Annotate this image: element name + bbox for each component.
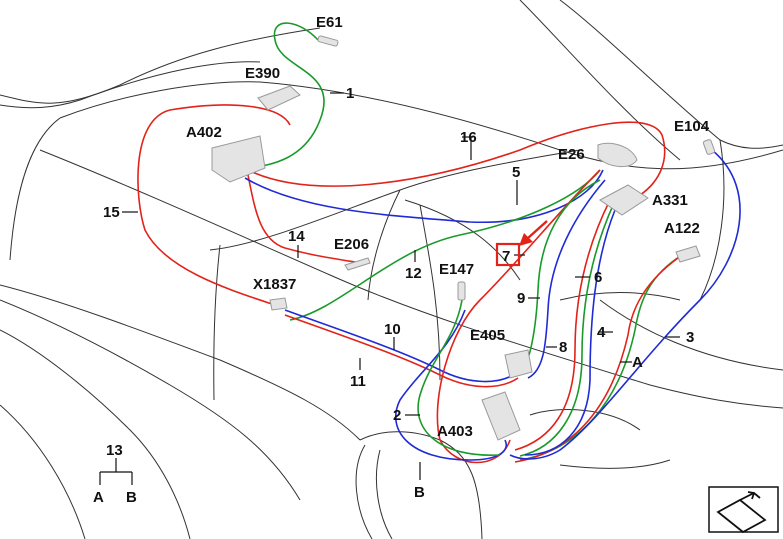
harness-7-wire: [436, 169, 601, 464]
e206-part: [344, 257, 371, 271]
e405-part: [504, 349, 533, 379]
a402-module: [211, 135, 266, 183]
e390-part: [257, 85, 301, 111]
label-11: 11: [350, 373, 366, 390]
label-6: 6: [594, 269, 602, 286]
leader-lines: [122, 92, 680, 480]
pointer-arrow-shaft: [527, 220, 548, 239]
harness-5-wire: [244, 169, 604, 224]
harness-3-wire: [509, 149, 741, 460]
label-16: 16: [460, 129, 477, 146]
label-E104: E104: [674, 118, 710, 135]
legend-label-A: A: [93, 489, 104, 506]
harness-15-wire: [137, 104, 291, 306]
harness-a331-wire: [524, 209, 616, 456]
highlight-marker: [495, 220, 548, 267]
label-E206: E206: [334, 236, 369, 253]
label-15: 15: [103, 204, 120, 221]
harness-16-wire: [247, 121, 666, 201]
harness-6-wire: [514, 199, 611, 451]
label-2: 2: [393, 407, 401, 424]
label-A331: A331: [652, 192, 688, 209]
harness-10-wire: [284, 314, 519, 388]
a331-module: [599, 184, 649, 216]
label-E390: E390: [245, 65, 280, 82]
label-1: 1: [346, 85, 354, 102]
e61-part: [317, 35, 339, 47]
highlight-box-7: [495, 242, 521, 267]
harness-9-wire: [527, 179, 606, 379]
labels: E61 E390 A402 E206 X1837 E147 E405 A403 …: [93, 14, 710, 506]
label-E405: E405: [470, 327, 505, 344]
label-9: 9: [517, 290, 525, 307]
a403-module: [481, 391, 521, 441]
label-14: 14: [288, 228, 305, 245]
e26-part: [597, 142, 638, 167]
label-B: B: [414, 484, 425, 501]
label-A403: A403: [437, 423, 473, 440]
label-12: 12: [405, 265, 422, 282]
components: [211, 35, 716, 441]
harness-14-wire: [247, 174, 356, 263]
label-13: 13: [106, 442, 123, 459]
label-8: 8: [559, 339, 567, 356]
label-4: 4: [597, 324, 606, 341]
harness-6b-wire: [519, 202, 615, 457]
label-E147: E147: [439, 261, 474, 278]
view-arrow-icon[interactable]: [708, 486, 779, 534]
label-E26: E26: [558, 146, 585, 163]
legend-13: [99, 458, 133, 485]
harness-2-wire: [395, 309, 507, 461]
label-10: 10: [384, 321, 401, 338]
label-E61: E61: [316, 14, 343, 31]
e147-part: [457, 281, 466, 301]
legend-label-B: B: [126, 489, 137, 506]
harness-12-wire: [289, 169, 601, 321]
harness-4b-wire: [514, 257, 679, 463]
label-7: 7: [502, 248, 510, 265]
wiring-harness: [137, 22, 741, 464]
pointer-arrow-icon: [519, 233, 533, 246]
label-5: 5: [512, 164, 520, 181]
a122-part: [675, 245, 701, 263]
harness-11-wire: [284, 309, 519, 383]
label-A122: A122: [664, 220, 700, 237]
label-A: A: [632, 354, 643, 371]
e104-part: [702, 139, 716, 155]
label-3: 3: [686, 329, 694, 346]
harness-2b-wire: [417, 299, 501, 456]
label-X1837: X1837: [253, 276, 296, 293]
label-A402: A402: [186, 124, 222, 141]
harness-1-wire: [249, 22, 325, 169]
x1837-connector: [269, 297, 288, 311]
